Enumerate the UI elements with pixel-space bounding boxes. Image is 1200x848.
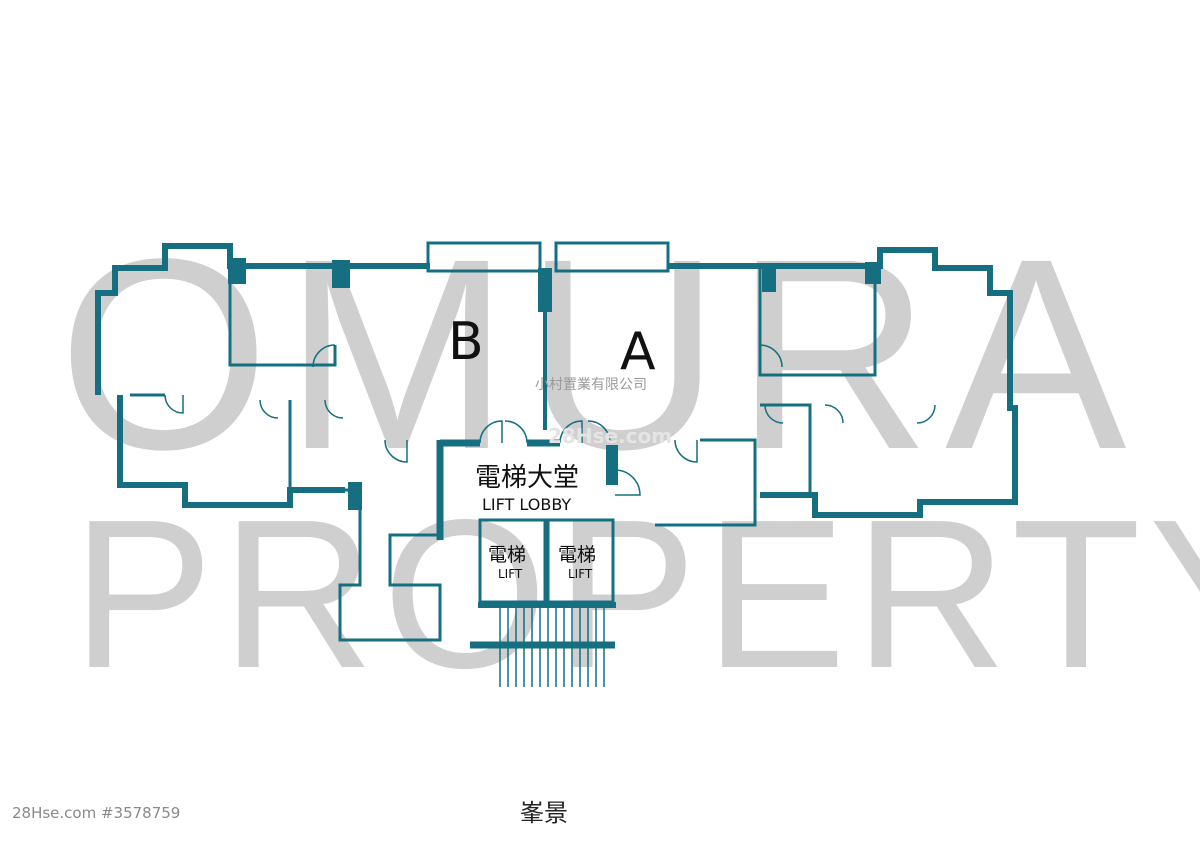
lift-2-zh: 電梯 — [558, 544, 597, 566]
company-name: 小村置業有限公司 — [535, 377, 647, 393]
lift-1-zh: 電梯 — [488, 544, 527, 566]
site-watermark: 28Hse.com — [548, 424, 673, 448]
wall-a-outer — [668, 247, 1018, 518]
lift-1-en: LIFT — [498, 567, 523, 581]
staircase — [499, 608, 605, 687]
wall-b-outer — [95, 243, 430, 395]
door-swings — [164, 344, 936, 496]
window-a — [554, 241, 670, 273]
unit-b-label: B — [448, 312, 484, 372]
unit-a-label: A — [620, 322, 656, 382]
watermark-omura: OMURA — [58, 202, 1141, 506]
window-b — [426, 241, 542, 273]
lift-2-en: LIFT — [568, 567, 593, 581]
listing-id: 28Hse.com #3578759 — [12, 804, 181, 822]
watermark-property: PROPERTY — [72, 475, 1200, 712]
lift-lobby-zh: 電梯大堂 — [475, 463, 580, 493]
building-caption: 峯景 — [520, 799, 568, 827]
lift-lobby-en: LIFT LOBBY — [482, 495, 572, 514]
columns — [228, 258, 881, 510]
